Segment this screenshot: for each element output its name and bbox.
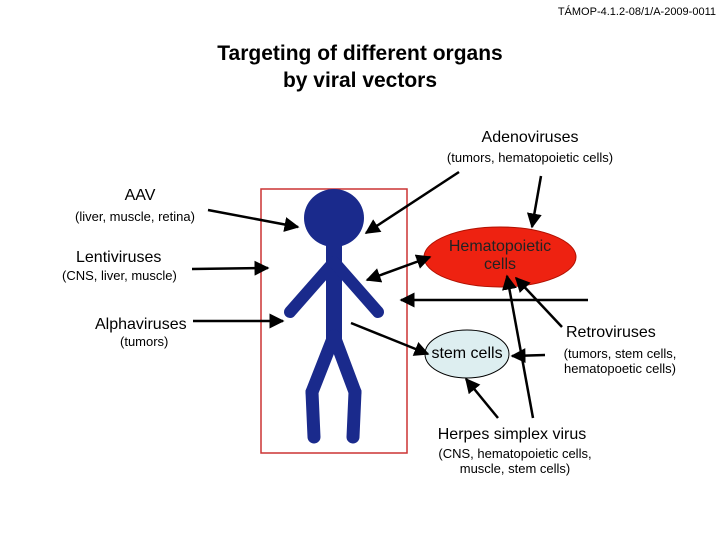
retroviruses-targets-line-2: hematopoetic cells) [564, 361, 676, 376]
herpes-targets-line-1: (CNS, hematopoietic cells, [438, 446, 592, 461]
arrow-adeno-to-hemato [526, 175, 543, 229]
arrow-retro-to-stem [510, 348, 546, 364]
retroviruses-targets-line-1: (tumors, stem cells, [563, 346, 677, 361]
title-line-2: by viral vectors [282, 69, 438, 92]
lentiviruses-targets: (CNS, liver, muscle) [62, 268, 177, 283]
aav-label: AAV [124, 187, 156, 204]
human-figure-icon [284, 189, 384, 444]
arrow-hemato-body [365, 254, 432, 283]
stem-cells-label: stem cells [431, 345, 503, 362]
header-code: TÁMOP-4.1.2-08/1/A-2009-0011 [557, 6, 716, 18]
arrow-lenti-to-body [191, 260, 270, 276]
page-title: Targeting of different organs by viral v… [160, 40, 560, 94]
title-line-1: Targeting of different organs [217, 42, 503, 65]
arrow-herpes-to-stem [465, 377, 499, 419]
hematopoietic-line-2: cells [483, 256, 516, 273]
adenoviruses-label: Adenoviruses [481, 129, 579, 146]
arrow-aav-to-head [207, 208, 300, 232]
alphaviruses-targets: (tumors) [120, 334, 169, 349]
retroviruses-label: Retroviruses [566, 324, 656, 341]
herpes-label: Herpes simplex virus [437, 426, 587, 443]
retroviruses-targets: (tumors, stem cells, hematopoetic cells) [540, 346, 700, 376]
arrow-herpes-to-hemato [502, 274, 535, 419]
hematopoietic-cells-label: Hematopoietic cells [440, 238, 560, 274]
hematopoietic-line-1: Hematopoietic [448, 238, 552, 255]
herpes-targets-line-2: muscle, stem cells) [459, 461, 571, 476]
arrow-retro-to-hemato [514, 276, 563, 328]
arrow-alpha-to-stem [350, 321, 430, 356]
lentiviruses-label: Lentiviruses [76, 249, 162, 266]
herpes-targets: (CNS, hematopoietic cells, muscle, stem … [410, 446, 620, 476]
aav-targets: (liver, muscle, retina) [75, 209, 195, 224]
arrow-adeno-to-head [364, 170, 460, 235]
adenoviruses-targets: (tumors, hematopoietic cells) [446, 150, 614, 165]
alphaviruses-label: Alphaviruses [95, 316, 187, 333]
